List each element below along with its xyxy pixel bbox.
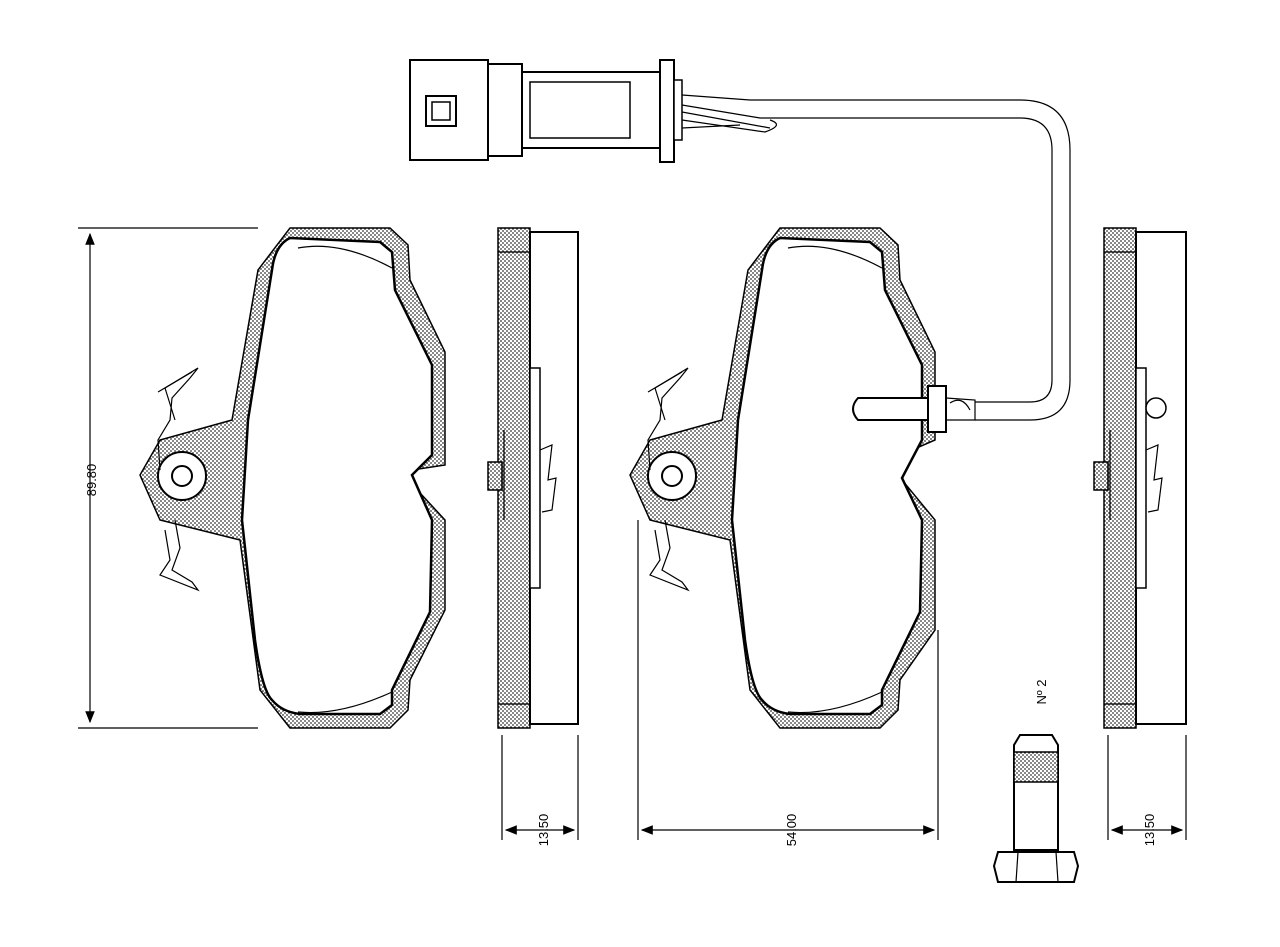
left-pad-side-view: [487, 227, 579, 729]
left-thickness-dimension: 13.50: [501, 735, 579, 847]
width-dimension-label: 54.00: [784, 814, 799, 847]
height-dimension-label: 89.80: [84, 464, 99, 497]
wear-sensor-connector: [409, 59, 683, 163]
bolt-part: Nº 2: [992, 680, 1080, 883]
right-thickness-label: 13.50: [1142, 814, 1157, 847]
right-thickness-dimension: 13.50: [1107, 735, 1187, 847]
width-dimension: 54.00: [637, 520, 939, 847]
height-dimension: 89.80: [78, 227, 258, 729]
part-label: Nº 2: [1034, 680, 1049, 705]
left-thickness-label: 13.50: [536, 814, 551, 847]
right-pad-side-view: [1093, 227, 1187, 729]
right-pad-front-view: [629, 227, 976, 729]
sensor-wire: [681, 94, 1071, 421]
left-pad-front-view: [139, 227, 446, 729]
